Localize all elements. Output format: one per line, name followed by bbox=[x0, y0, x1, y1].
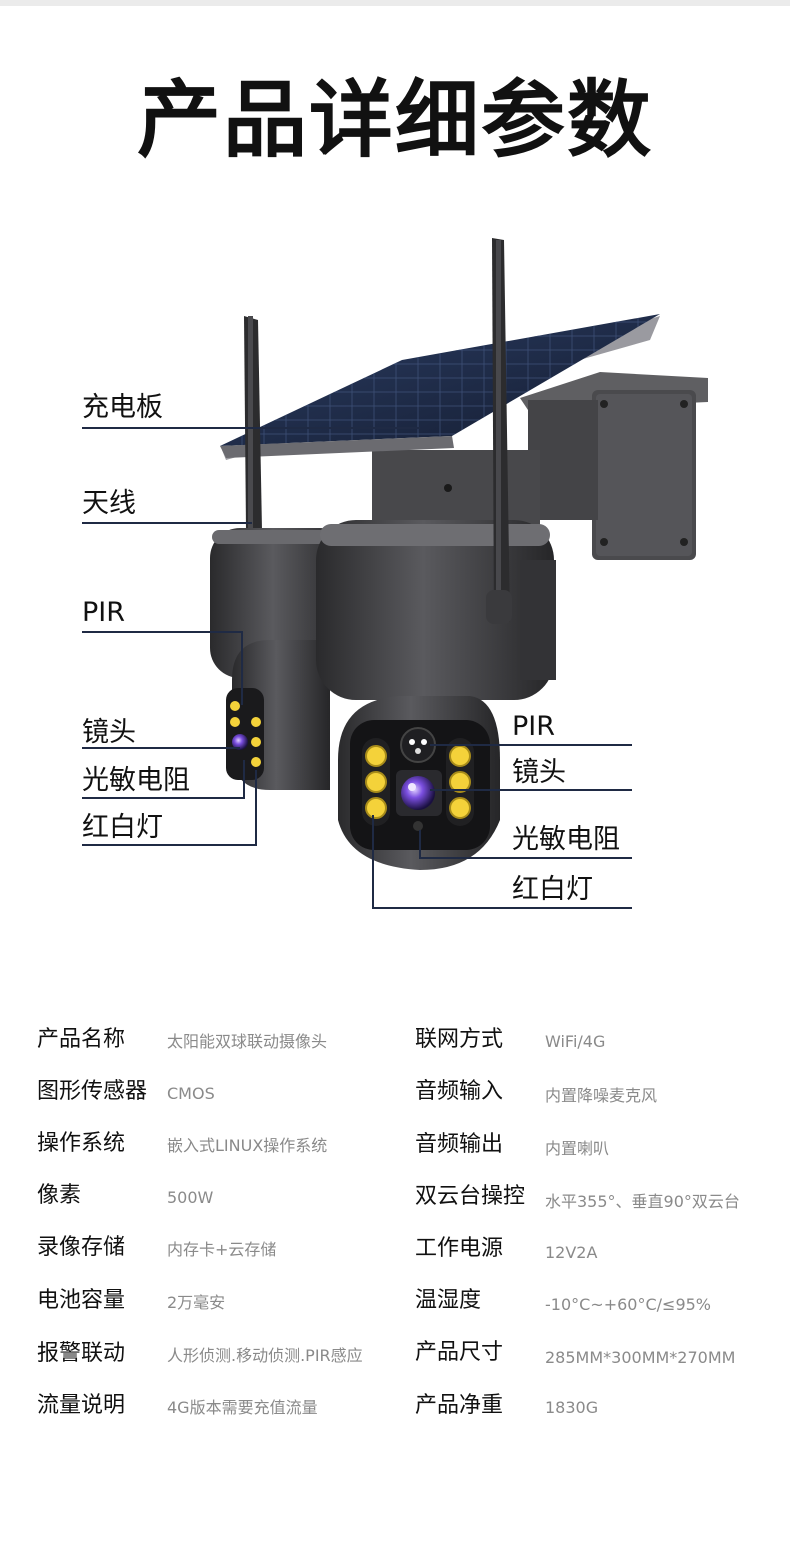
spec-label: 产品名称 bbox=[37, 1027, 126, 1052]
callout-line-photoresistor-left bbox=[82, 760, 245, 799]
top-divider-bar bbox=[0, 0, 790, 6]
spec-label: 音频输出 bbox=[415, 1132, 504, 1157]
left-camera-graphic bbox=[210, 528, 350, 790]
spec-value: 500W bbox=[167, 1188, 214, 1207]
spec-value: 285MM*300MM*270MM bbox=[545, 1348, 736, 1367]
right-camera-graphic bbox=[316, 520, 556, 870]
right-antenna-graphic bbox=[486, 238, 512, 624]
page-title: 产品详细参数 bbox=[136, 71, 653, 169]
spec-value: 水平355°、垂直90°双云台 bbox=[545, 1192, 740, 1211]
spec-value: 2万毫安 bbox=[167, 1293, 226, 1312]
spec-label: 操作系统 bbox=[37, 1131, 126, 1156]
spec-value: 4G版本需要充值流量 bbox=[167, 1398, 318, 1417]
callout-pir-left: PIR bbox=[82, 597, 126, 628]
spec-label: 温湿度 bbox=[415, 1288, 482, 1313]
spec-label: 报警联动 bbox=[37, 1341, 126, 1366]
wall-mount-bracket bbox=[372, 372, 708, 560]
spec-label: 产品尺寸 bbox=[415, 1340, 504, 1365]
spec-label: 音频输入 bbox=[415, 1079, 504, 1104]
spec-label: 工作电源 bbox=[415, 1236, 504, 1261]
callout-photoresistor-right: 光敏电阻 bbox=[512, 824, 620, 855]
spec-label: 联网方式 bbox=[415, 1027, 504, 1052]
spec-label: 双云台操控 bbox=[415, 1184, 526, 1209]
spec-value: 内置降噪麦克风 bbox=[545, 1086, 658, 1105]
spec-label: 电池容量 bbox=[37, 1288, 126, 1313]
callout-solar-panel: 充电板 bbox=[82, 392, 163, 423]
spec-value: -10°C~+60°C/≤95% bbox=[545, 1295, 712, 1314]
left-antenna-graphic bbox=[244, 316, 262, 530]
callout-lines bbox=[82, 427, 632, 909]
spec-value: 嵌入式LINUX操作系统 bbox=[167, 1136, 328, 1155]
callout-line-light-right bbox=[372, 815, 632, 909]
callout-light-right: 红白灯 bbox=[512, 874, 593, 905]
callout-antenna: 天线 bbox=[82, 488, 136, 519]
callout-lens-right: 镜头 bbox=[512, 757, 566, 788]
callout-line-pir-left bbox=[82, 631, 243, 705]
spec-value: WiFi/4G bbox=[545, 1032, 606, 1051]
spec-value: 12V2A bbox=[545, 1243, 598, 1262]
spec-label: 产品净重 bbox=[415, 1393, 504, 1418]
spec-value: 人形侦测.移动侦测.PIR感应 bbox=[167, 1346, 363, 1365]
spec-value: 内置喇叭 bbox=[545, 1139, 610, 1158]
spec-label: 像素 bbox=[37, 1183, 82, 1208]
spec-value: 太阳能双球联动摄像头 bbox=[167, 1032, 328, 1051]
spec-label: 图形传感器 bbox=[37, 1079, 148, 1104]
callout-photoresistor-left: 光敏电阻 bbox=[82, 765, 190, 796]
callout-line-photoresistor-right bbox=[419, 830, 632, 859]
product-illustration bbox=[82, 238, 708, 909]
spec-value: 内存卡+云存储 bbox=[167, 1240, 277, 1259]
callout-light-left: 红白灯 bbox=[82, 812, 163, 843]
solar-panel-graphic bbox=[220, 314, 660, 460]
spec-label: 流量说明 bbox=[37, 1393, 126, 1418]
callout-lens-left: 镜头 bbox=[82, 717, 136, 748]
spec-value: 1830G bbox=[545, 1398, 599, 1417]
callout-line-light-left bbox=[82, 770, 257, 846]
callout-pir-right: PIR bbox=[512, 711, 556, 742]
spec-value: CMOS bbox=[167, 1084, 215, 1103]
spec-label: 录像存储 bbox=[37, 1235, 126, 1260]
